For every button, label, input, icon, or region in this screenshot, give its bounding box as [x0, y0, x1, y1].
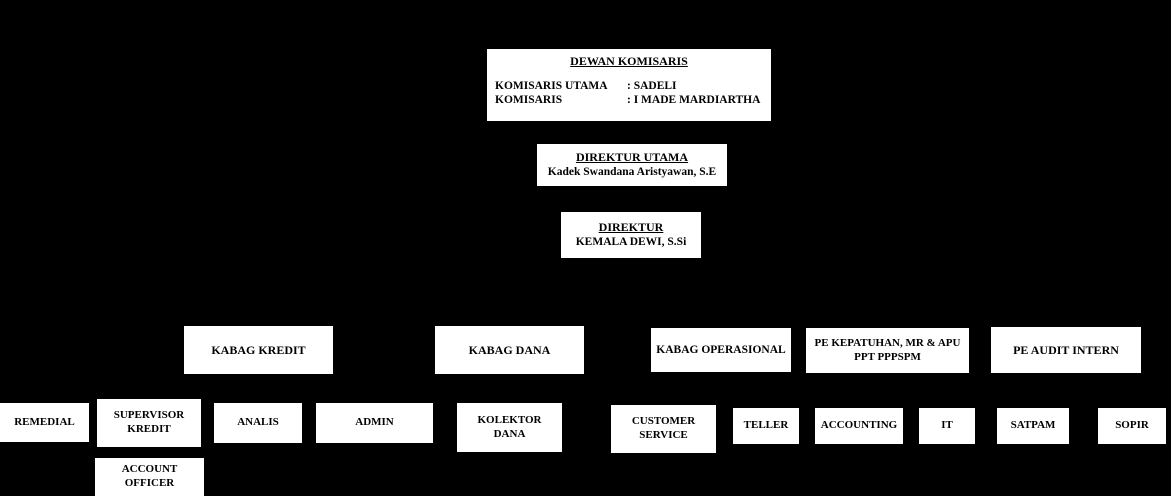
pe-audit-intern-label: PE AUDIT INTERN: [1013, 342, 1119, 357]
org-box-pe-audit-intern: PE AUDIT INTERN: [991, 327, 1141, 373]
dewan-komisaris-title: DEWAN KOMISARIS: [570, 54, 688, 68]
org-box-admin: ADMIN: [316, 403, 433, 443]
direktur-utama-name: Kadek Swandana Aristyawan, S.E: [547, 166, 717, 179]
org-box-supervisor-kredit: SUPERVISOR KREDIT: [97, 399, 201, 447]
org-box-dewan-komisaris: DEWAN KOMISARIS KOMISARIS UTAMA : SADELI…: [487, 49, 771, 121]
org-box-direktur: DIREKTUR KEMALA DEWI, S.Si: [561, 212, 701, 258]
org-box-direktur-utama: DIREKTUR UTAMA Kadek Swandana Aristyawan…: [537, 144, 727, 186]
member-row: KOMISARIS UTAMA : SADELI: [495, 80, 763, 94]
org-box-remedial: REMEDIAL: [0, 403, 89, 442]
org-box-pe-kepatuhan: PE KEPATUHAN, MR & APU PPT PPPSPM: [806, 328, 969, 373]
member-name: : I MADE MARDIARTHA: [627, 93, 761, 106]
org-box-customer-service: CUSTOMER SERVICE: [611, 405, 716, 453]
org-box-accounting: ACCOUNTING: [815, 408, 903, 444]
member-role: KOMISARIS UTAMA: [495, 80, 608, 92]
org-box-sopir: SOPIR: [1098, 408, 1166, 444]
org-box-kolektor-dana: KOLEKTOR DANA: [457, 403, 562, 452]
account-officer-label: ACCOUNT OFFICER: [121, 463, 178, 489]
org-box-satpam: SATPAM: [997, 408, 1069, 444]
it-label: IT: [941, 419, 953, 432]
direktur-utama-title: DIREKTUR UTAMA: [575, 150, 689, 165]
satpam-label: SATPAM: [1010, 419, 1056, 432]
pe-kepatuhan-label: PE KEPATUHAN, MR & APU PPT PPPSPM: [814, 336, 961, 363]
accounting-label: ACCOUNTING: [820, 419, 898, 432]
sopir-label: SOPIR: [1115, 419, 1149, 432]
org-box-teller: TELLER: [733, 408, 799, 444]
kabag-operasional-label: KABAG OPERASIONAL: [656, 343, 786, 356]
direktur-name: KEMALA DEWI, S.Si: [575, 236, 687, 249]
org-box-account-officer: ACCOUNT OFFICER: [95, 458, 204, 496]
org-box-it: IT: [919, 408, 975, 444]
kolektor-dana-label: KOLEKTOR DANA: [477, 413, 542, 440]
org-box-kabag-dana: KABAG DANA: [435, 326, 584, 374]
analis-label: ANALIS: [237, 416, 279, 429]
teller-label: TELLER: [743, 419, 789, 432]
kabag-kredit-label: KABAG KREDIT: [211, 342, 306, 357]
kabag-dana-label: KABAG DANA: [468, 342, 551, 357]
org-box-analis: ANALIS: [214, 403, 302, 443]
direktur-title: DIREKTUR: [598, 220, 664, 235]
remedial-label: REMEDIAL: [14, 415, 75, 428]
dewan-komisaris-members: KOMISARIS UTAMA : SADELI KOMISARIS : I M…: [495, 80, 763, 108]
org-box-kabag-kredit: KABAG KREDIT: [184, 326, 333, 374]
member-role: KOMISARIS: [495, 93, 563, 106]
supervisor-kredit-label: SUPERVISOR KREDIT: [113, 409, 185, 435]
admin-label: ADMIN: [355, 416, 394, 429]
member-row: KOMISARIS : I MADE MARDIARTHA: [495, 94, 763, 108]
member-name: : SADELI: [627, 80, 677, 92]
customer-service-label: CUSTOMER SERVICE: [631, 415, 696, 441]
org-box-kabag-operasional: KABAG OPERASIONAL: [651, 328, 791, 372]
